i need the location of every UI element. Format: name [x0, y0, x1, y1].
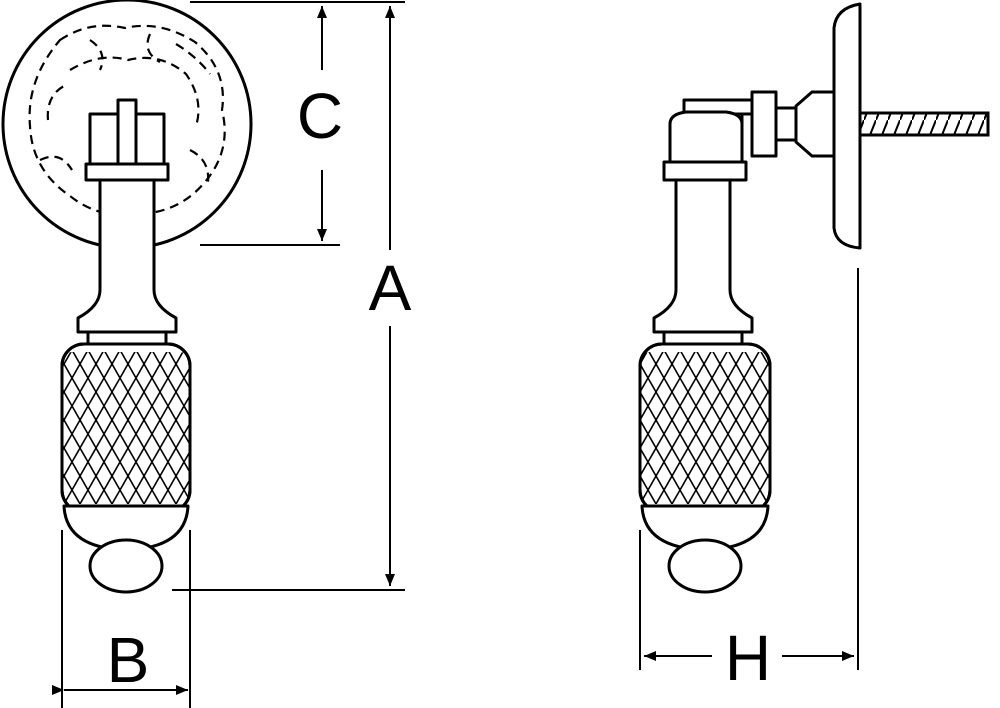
- top-cap: [84, 98, 170, 182]
- label-c: C: [297, 80, 343, 152]
- front-view: B C A: [1, 0, 412, 708]
- dimension-a: A: [172, 6, 412, 591]
- label-b: B: [107, 624, 150, 696]
- plate-profile: [832, 2, 862, 250]
- side-stem: [652, 178, 754, 334]
- dimension-c: C: [190, 1, 405, 246]
- finial-ball: [88, 538, 164, 594]
- label-a: A: [369, 252, 412, 324]
- dimension-h: H: [639, 268, 859, 694]
- side-collar: [662, 330, 744, 346]
- knurled-grip: [60, 342, 192, 514]
- label-h: H: [725, 622, 771, 694]
- collar: [86, 330, 168, 346]
- side-top-cap: [662, 110, 748, 182]
- dimension-b: B: [52, 530, 191, 708]
- stem: [76, 178, 178, 334]
- side-finial-ball: [667, 538, 743, 594]
- side-knurled-grip: [638, 342, 772, 514]
- threaded-bolt: [858, 111, 990, 137]
- side-view: H: [638, 2, 990, 694]
